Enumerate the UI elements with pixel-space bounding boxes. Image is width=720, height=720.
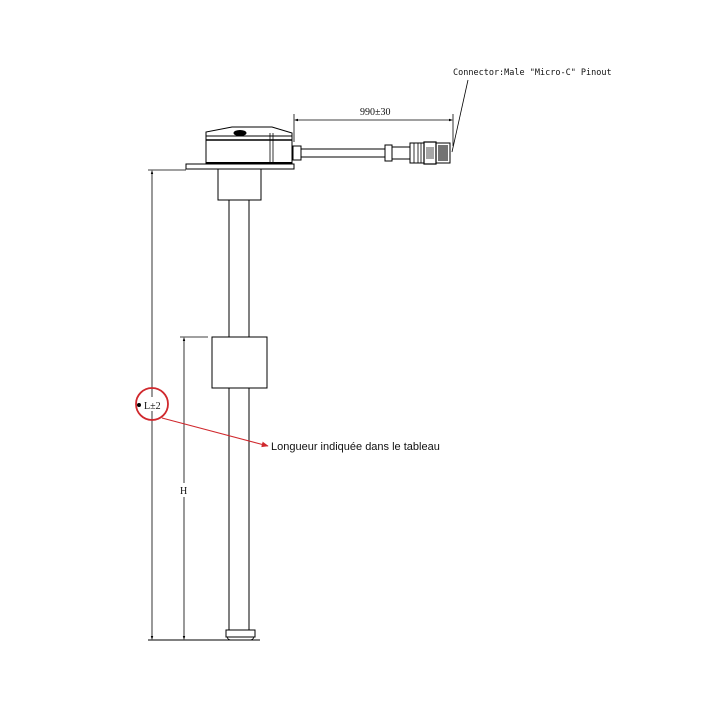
reference-lines	[148, 169, 260, 641]
float	[211, 336, 268, 389]
total-length-dimension: L±2	[137, 170, 161, 640]
connector-label: Connector:Male "Micro-C" Pinout	[453, 68, 612, 78]
height-dimension: H	[178, 337, 190, 640]
end-stop	[225, 629, 256, 641]
total-length-label: L±2	[144, 401, 161, 412]
cable-length-dimension: 990±30	[293, 107, 454, 146]
height-label: H	[180, 486, 187, 497]
cable-length-label: 990±30	[360, 107, 391, 118]
sensor-head	[185, 126, 295, 201]
connector-callout: Connector:Male "Micro-C" Pinout	[451, 68, 612, 153]
annotation-text: Longueur indiquée dans le tableau	[271, 441, 440, 453]
sensor-stem	[228, 200, 250, 630]
annotation-arrow	[161, 417, 269, 448]
length-annotation: Longueur indiquée dans le tableau	[135, 387, 440, 453]
highlight-circle	[135, 387, 169, 421]
cable-assembly	[292, 141, 451, 165]
